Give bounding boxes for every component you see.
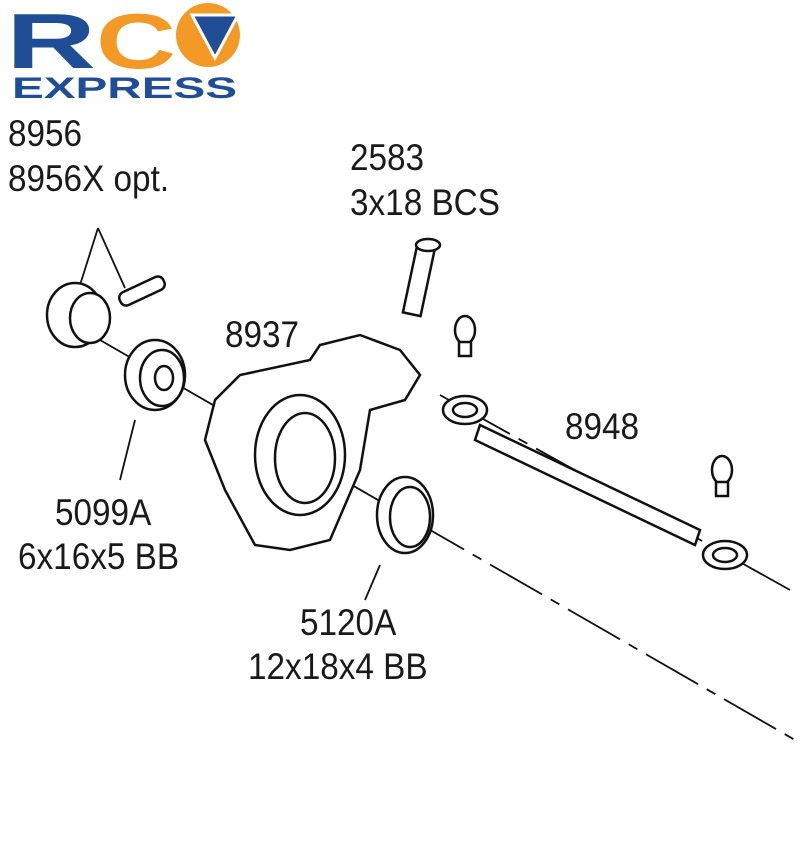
screw-2583 <box>401 237 442 318</box>
part-number-2583: 2583 <box>350 137 425 178</box>
part-number-5099a: 5099A <box>55 492 152 533</box>
part-spec-2583: 3x18 BCS <box>350 182 500 223</box>
part-spec-8956x: 8956X opt. <box>8 158 170 199</box>
leader-lines <box>79 227 381 601</box>
part-number-8937: 8937 <box>225 314 300 355</box>
svg-text:C: C <box>96 0 176 85</box>
steering-block-8937 <box>203 333 422 552</box>
part-number-8956: 8956 <box>8 113 83 154</box>
part-number-5120a: 5120A <box>300 602 397 643</box>
svg-text:EXPRESS: EXPRESS <box>12 72 237 105</box>
part-spec-5099a: 6x16x5 BB <box>18 536 180 577</box>
bearing-5120a <box>375 475 435 555</box>
pivot-ball <box>710 454 734 498</box>
part-spec-5120a: 12x18x4 BB <box>248 646 428 687</box>
hex-hub-8956 <box>45 275 166 349</box>
rc-express-logo: R C EXPRESS <box>6 0 241 105</box>
svg-text:R: R <box>6 0 96 85</box>
pivot-ball <box>453 314 477 358</box>
bearing-5099a <box>123 338 187 412</box>
tie-rod-8948 <box>441 394 749 571</box>
part-number-8948: 8948 <box>565 406 640 447</box>
